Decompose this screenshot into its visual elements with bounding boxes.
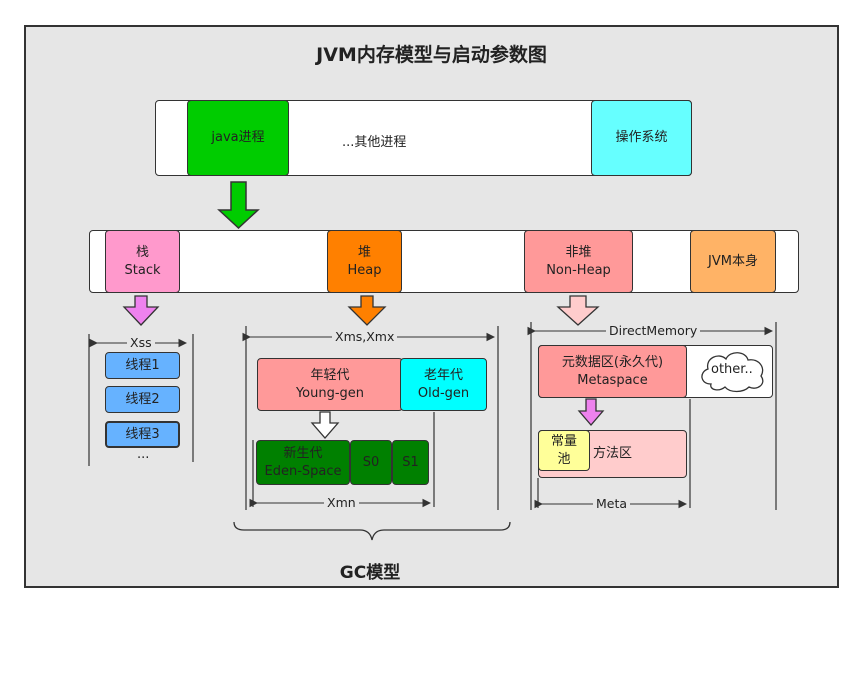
meta-to-method-arrow [577,398,605,426]
more-threads-label: ... [137,447,150,462]
old-gen-box: 老年代 Old-gen [400,358,487,411]
stack-box: 栈 Stack [105,230,180,293]
metaspace-box: 元数据区(永久代) Metaspace [538,345,687,398]
other-label: other.. [711,362,753,377]
s1-box: S1 [392,440,429,485]
thread-1-box: 线程1 [105,352,180,379]
thread-3-box: 线程3 [105,421,180,448]
diagram-title: JVM内存模型与启动参数图 [316,44,547,66]
os-box: 操作系统 [591,100,692,176]
cloud-icon [701,352,764,393]
s0-box: S0 [350,440,392,485]
eden-space-box: 新生代 Eden-Space [256,440,350,485]
memory-bar [89,230,799,293]
process-to-memory-arrow [217,181,260,230]
other-processes-label: ...其他进程 [342,135,407,150]
xms-xmx-label: Xms,Xmx [332,330,398,344]
meta-label: Meta [593,497,631,511]
jvm-self-box: JVM本身 [690,230,776,293]
xmn-label: Xmn [324,496,359,510]
young-to-eden-arrow [310,411,340,439]
nonheap-arrow [556,295,600,326]
thread-2-box: 线程2 [105,386,180,413]
constant-pool-box: 常量 池 [538,430,590,471]
young-gen-box: 年轻代 Young-gen [257,358,403,411]
gc-model-label: GC模型 [339,563,401,583]
nonheap-box: 非堆 Non-Heap [524,230,633,293]
heap-box: 堆 Heap [327,230,402,293]
heap-arrow [347,295,387,326]
stack-arrow [122,295,160,326]
direct-memory-label: DirectMemory [606,324,701,338]
xss-label: Xss [127,336,155,350]
gc-brace [233,521,511,541]
java-process-box: java进程 [187,100,289,176]
method-area-label: 方法区 [593,446,633,461]
